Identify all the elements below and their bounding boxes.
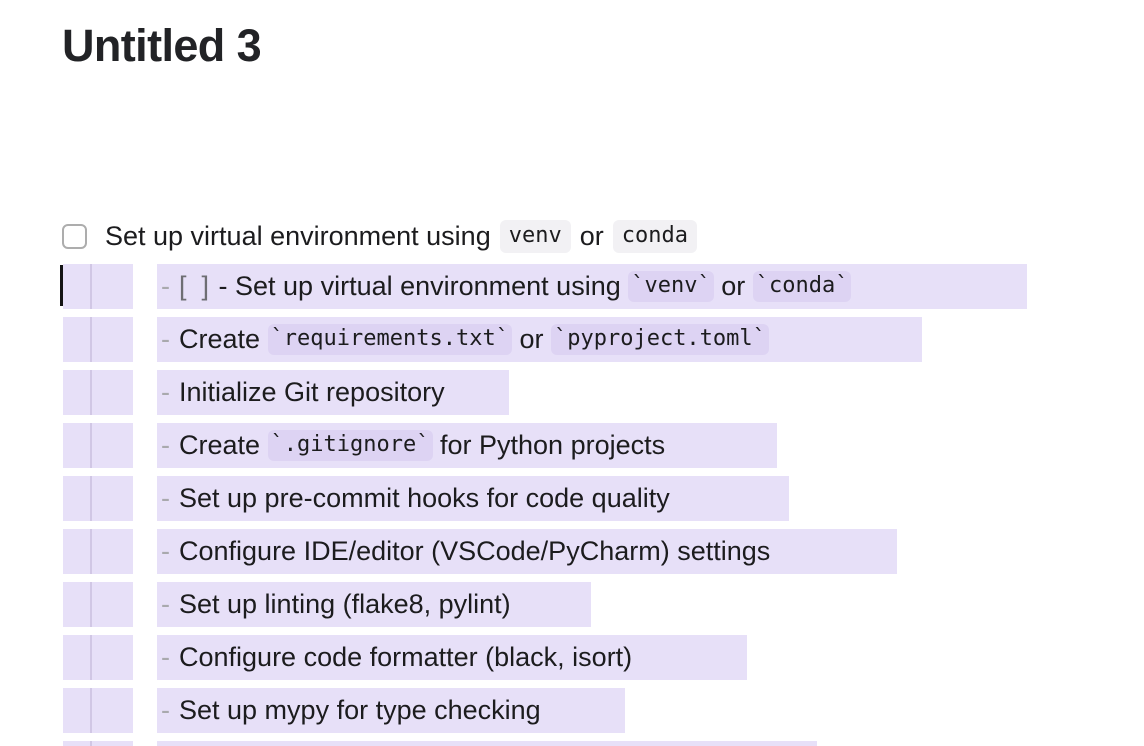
- source-line[interactable]: -Set up linting (flake8, pylint): [0, 581, 1144, 634]
- markdown-source-editor[interactable]: -[ ] - Set up virtual environment using …: [0, 263, 1144, 746]
- source-line[interactable]: -Set up mypy for type checking: [0, 687, 1144, 740]
- source-line[interactable]: -Create `requirements.txt` or `pyproject…: [0, 316, 1144, 369]
- line-gutter: [63, 635, 133, 680]
- source-line[interactable]: -Set up pre-commit hooks for code qualit…: [0, 475, 1144, 528]
- inline-code-span: `venv`: [628, 271, 714, 302]
- list-bullet-dash: -: [161, 695, 170, 725]
- line-text: Set up linting (flake8, pylint): [179, 589, 511, 619]
- line-gutter: [63, 317, 133, 362]
- line-gutter: [63, 688, 133, 733]
- inline-code-venv: venv: [499, 219, 571, 253]
- line-text: Set up virtual environment using: [235, 271, 629, 301]
- line-text: or: [713, 271, 753, 301]
- line-text: Set up mypy for type checking: [179, 695, 541, 725]
- line-gutter: [63, 370, 133, 415]
- line-text: Create: [179, 430, 268, 460]
- inline-code-span: `pyproject.toml`: [550, 324, 769, 355]
- task-list-marker[interactable]: [ ]: [179, 271, 210, 301]
- list-bullet-dash: -: [161, 483, 170, 513]
- selected-text-run[interactable]: -[ ] - Set up virtual environment using …: [157, 264, 1027, 309]
- line-text: Configure code formatter (black, isort): [179, 642, 633, 672]
- line-text: Create: [179, 324, 268, 354]
- indent-guide: [90, 317, 92, 362]
- line-text: for Python projects: [432, 430, 666, 460]
- indent-guide: [90, 582, 92, 627]
- selected-text-run[interactable]: -Configure IDE/editor (VSCode/PyCharm) s…: [157, 529, 897, 574]
- selected-text-run[interactable]: -Set up linting (flake8, pylint): [157, 582, 591, 627]
- line-gutter: [63, 264, 133, 309]
- selected-text-run[interactable]: -Create `.gitignore` for Python projects: [157, 423, 777, 468]
- source-line[interactable]: -Configure IDE/editor (VSCode/PyCharm) s…: [0, 528, 1144, 581]
- list-bullet-dash: -: [161, 324, 170, 354]
- inline-code-span: `.gitignore`: [267, 430, 433, 461]
- source-line[interactable]: -Create `.gitignore` for Python projects: [0, 422, 1144, 475]
- list-bullet-dash: -: [161, 741, 170, 746]
- selected-text-run[interactable]: -Configure code formatter (black, isort): [157, 635, 747, 680]
- line-text: or: [511, 324, 551, 354]
- list-bullet-dash: -: [161, 589, 170, 619]
- list-bullet-dash: -: [161, 430, 170, 460]
- inline-code-conda: conda: [612, 219, 697, 253]
- task-checkbox[interactable]: [62, 223, 87, 249]
- indent-guide: [90, 688, 92, 733]
- todo-conjunction: or: [579, 221, 604, 251]
- source-line[interactable]: -Initialize Git repository: [0, 369, 1144, 422]
- line-text: Set up project structure (src, tests, do…: [179, 741, 664, 746]
- list-bullet-dash: -: [161, 377, 170, 407]
- inline-code-span: `conda`: [752, 271, 852, 302]
- list-bullet-dash: -: [161, 536, 170, 566]
- selected-text-run[interactable]: -Set up mypy for type checking: [157, 688, 625, 733]
- line-gutter: [63, 423, 133, 468]
- indent-guide: [90, 741, 92, 746]
- selected-text-run[interactable]: -Initialize Git repository: [157, 370, 509, 415]
- line-text: Configure IDE/editor (VSCode/PyCharm) se…: [179, 536, 771, 566]
- indent-guide: [90, 476, 92, 521]
- source-line[interactable]: - Set up project structure (src, tests, d…: [0, 740, 1144, 746]
- source-line[interactable]: -[ ] - Set up virtual environment using …: [0, 263, 1144, 316]
- source-line[interactable]: -Configure code formatter (black, isort): [0, 634, 1144, 687]
- indent-guide: [90, 370, 92, 415]
- line-gutter: [63, 476, 133, 521]
- indent-guide: [90, 635, 92, 680]
- line-text: Initialize Git repository: [179, 377, 445, 407]
- task-separator-dash: -: [211, 271, 236, 301]
- list-bullet-dash: -: [161, 642, 170, 672]
- selected-text-run[interactable]: -Set up pre-commit hooks for code qualit…: [157, 476, 789, 521]
- page-title[interactable]: Untitled 3: [62, 20, 262, 71]
- line-gutter: [63, 741, 133, 746]
- indent-guide: [90, 423, 92, 468]
- selected-text-run[interactable]: - Set up project structure (src, tests, d…: [157, 741, 817, 746]
- inline-code-span: `requirements.txt`: [267, 324, 512, 355]
- indent-guide: [90, 264, 92, 309]
- todo-label: Set up virtual environment using: [105, 221, 491, 251]
- line-gutter: [63, 529, 133, 574]
- indent-guide: [90, 529, 92, 574]
- line-text: Set up pre-commit hooks for code quality: [179, 483, 670, 513]
- line-gutter: [63, 582, 133, 627]
- list-bullet-dash: -: [161, 271, 170, 301]
- selected-text-run[interactable]: -Create `requirements.txt` or `pyproject…: [157, 317, 922, 362]
- text-caret: [60, 265, 63, 306]
